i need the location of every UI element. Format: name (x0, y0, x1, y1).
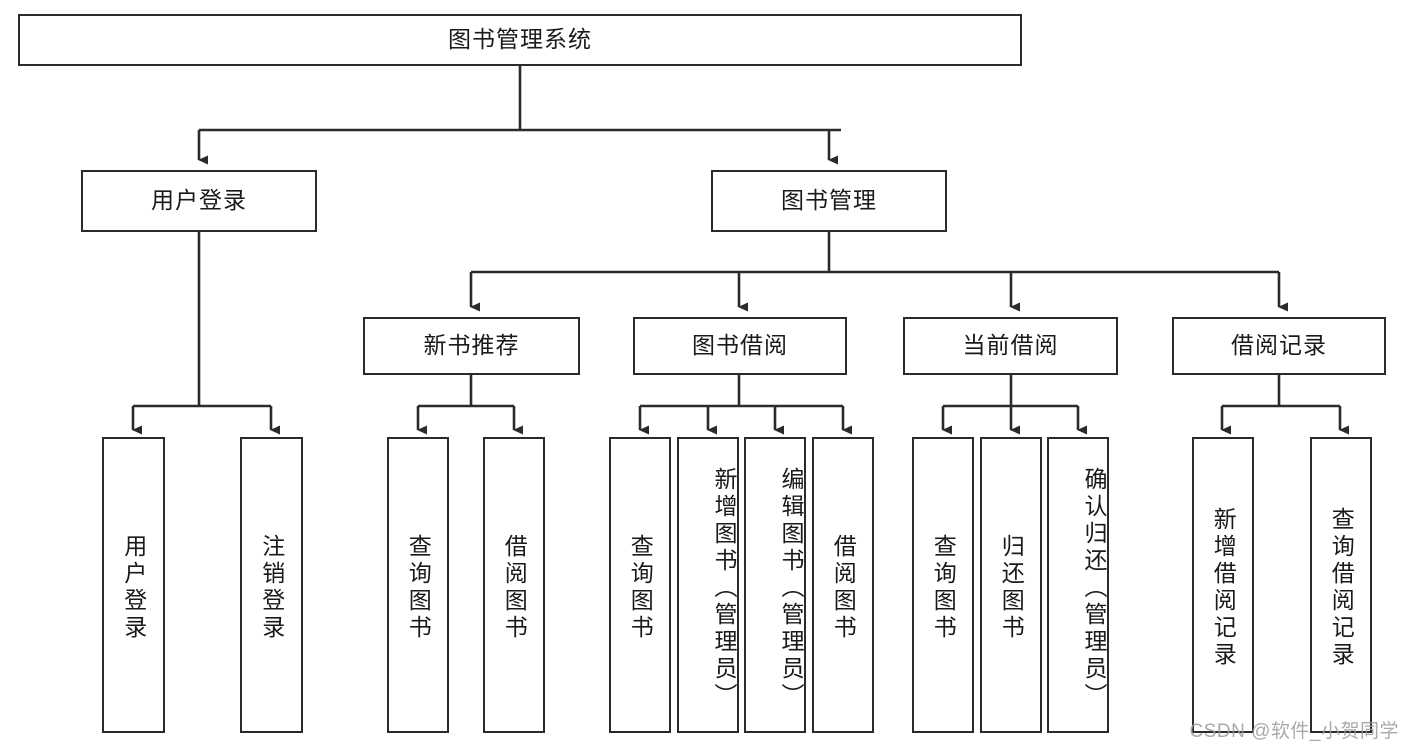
leaf-label: 借阅图书 (830, 534, 857, 642)
node-borrow-record[interactable]: 借阅记录 (1172, 317, 1386, 375)
leaf-query-book-current[interactable]: 查询图书 (912, 437, 974, 733)
leaf-label: 查询图书 (627, 534, 654, 642)
leaf-label: 查询借阅记录 (1328, 507, 1355, 669)
leaf-query-book-borrow[interactable]: 查询图书 (609, 437, 671, 733)
leaf-label: 用户登录 (120, 534, 147, 642)
leaf-query-book-recommend[interactable]: 查询图书 (387, 437, 449, 733)
leaf-return-book[interactable]: 归还图书 (980, 437, 1042, 733)
leaf-add-borrow-record[interactable]: 新增借阅记录 (1192, 437, 1254, 733)
node-new-book-recommend[interactable]: 新书推荐 (363, 317, 580, 375)
leaf-confirm-return[interactable]: 确认归还（管理员） (1047, 437, 1109, 733)
node-root-system[interactable]: 图书管理系统 (18, 14, 1022, 66)
node-book-borrow[interactable]: 图书借阅 (633, 317, 847, 375)
node-book-manage[interactable]: 图书管理 (711, 170, 947, 232)
leaf-logout-login[interactable]: 注销登录 (240, 437, 303, 733)
leaf-label: 查询图书 (405, 534, 432, 642)
leaf-user-login[interactable]: 用户登录 (102, 437, 165, 733)
leaf-label: 编辑图书（管理员） (778, 466, 804, 710)
leaf-borrow-book[interactable]: 借阅图书 (812, 437, 874, 733)
leaf-label: 注销登录 (258, 534, 285, 642)
leaf-label: 确认归还（管理员） (1081, 466, 1107, 710)
leaf-edit-book[interactable]: 编辑图书（管理员） (744, 437, 806, 733)
leaf-label: 归还图书 (998, 534, 1025, 642)
leaf-label: 新增借阅记录 (1210, 507, 1237, 669)
leaf-label: 借阅图书 (501, 534, 528, 642)
node-user-login[interactable]: 用户登录 (81, 170, 317, 232)
node-current-borrow[interactable]: 当前借阅 (903, 317, 1118, 375)
leaf-label: 新增图书（管理员） (711, 466, 737, 710)
leaf-borrow-book-recommend[interactable]: 借阅图书 (483, 437, 545, 733)
leaf-label: 查询图书 (930, 534, 957, 642)
leaf-query-borrow-record[interactable]: 查询借阅记录 (1310, 437, 1372, 733)
leaf-add-book[interactable]: 新增图书（管理员） (677, 437, 739, 733)
watermark-text: CSDN @软件_小贺同学 (1189, 721, 1399, 742)
